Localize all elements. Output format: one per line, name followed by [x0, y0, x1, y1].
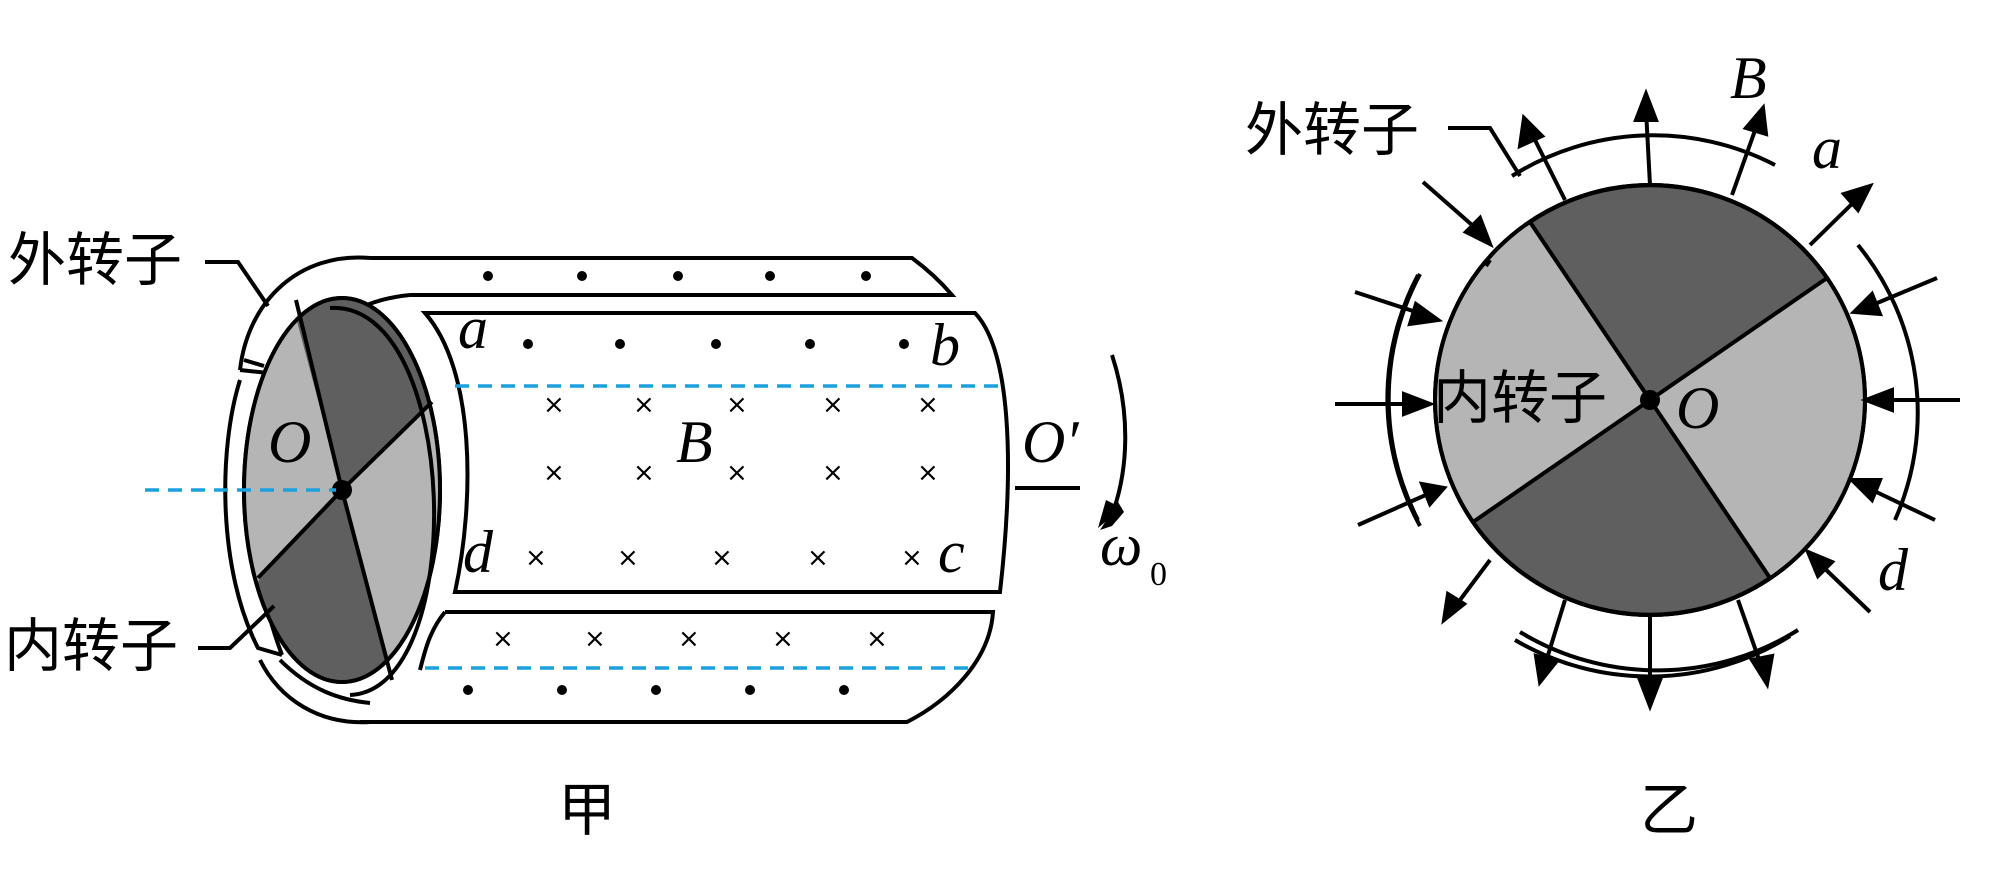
svg-text:×: × — [901, 543, 923, 573]
outer-rotor-leader — [205, 260, 270, 308]
outer-shell-top — [370, 256, 957, 297]
label-O-prime: O′ — [1022, 409, 1079, 475]
field-dots-top-band — [483, 271, 871, 281]
label-inner-rotor-yi: 内转子 — [1433, 364, 1607, 432]
label-omega-subscript: 0 — [1150, 556, 1167, 593]
svg-text:×: × — [543, 390, 565, 420]
label-outer-rotor-yi: 外转子 — [1245, 96, 1419, 164]
outer-rotor-leader-yi — [1448, 126, 1522, 178]
svg-text:×: × — [772, 624, 794, 654]
svg-text:×: × — [866, 624, 888, 654]
svg-text:×: × — [917, 458, 939, 488]
svg-text:×: × — [492, 624, 514, 654]
svg-text:×: × — [584, 624, 606, 654]
field-crosses: × × × × × × × × × × × × × × × × × × × × — [492, 390, 939, 654]
outer-ring-right — [329, 305, 437, 697]
outer-shell-bottom — [360, 610, 996, 724]
svg-text:×: × — [726, 458, 748, 488]
label-b-jia: b — [930, 312, 960, 378]
label-c-jia: c — [938, 519, 965, 585]
svg-text:×: × — [633, 458, 655, 488]
svg-text:×: × — [543, 458, 565, 488]
label-O-jia: O — [268, 409, 311, 475]
field-arrows-out — [1441, 88, 1874, 712]
svg-text:×: × — [726, 390, 748, 420]
figure-jia: × × × × × × × × × × × × × × × × × × × × 外转子 内转子 O O′ a b… — [4, 226, 1167, 844]
svg-text:×: × — [711, 543, 733, 573]
label-B-jia: B — [676, 409, 713, 475]
center-dot-O — [332, 480, 352, 500]
field-dots-coil-top — [523, 339, 909, 349]
field-arrows-in — [1335, 180, 1960, 614]
inner-rotor-end-face — [242, 296, 442, 684]
svg-text:×: × — [807, 543, 829, 573]
label-inner-rotor-jia: 内转子 — [4, 612, 178, 680]
caption-yi: 乙 — [1640, 776, 1698, 844]
rotation-arrow — [1108, 354, 1128, 521]
label-a-jia: a — [458, 295, 488, 361]
caption-jia: 甲 — [558, 776, 616, 844]
svg-text:×: × — [633, 390, 655, 420]
field-dots-bottom-band — [463, 685, 849, 695]
center-dot-O-yi — [1640, 390, 1660, 410]
svg-text:×: × — [917, 390, 939, 420]
label-d-yi: d — [1878, 537, 1909, 603]
svg-text:×: × — [822, 390, 844, 420]
label-outer-rotor-jia: 外转子 — [8, 226, 182, 294]
label-d-jia: d — [463, 519, 494, 585]
figure-yi: 外转子 内转子 O B a d 乙 — [1245, 45, 1960, 844]
label-a-yi: a — [1812, 115, 1842, 181]
coil-frame — [420, 311, 1010, 594]
inner-rotor-leader — [198, 604, 276, 650]
label-B-yi: B — [1730, 45, 1767, 111]
label-O-yi: O — [1676, 375, 1719, 441]
label-omega: ω — [1100, 512, 1142, 578]
svg-text:×: × — [617, 543, 639, 573]
svg-text:×: × — [822, 458, 844, 488]
svg-text:×: × — [678, 624, 700, 654]
svg-text:×: × — [525, 543, 547, 573]
